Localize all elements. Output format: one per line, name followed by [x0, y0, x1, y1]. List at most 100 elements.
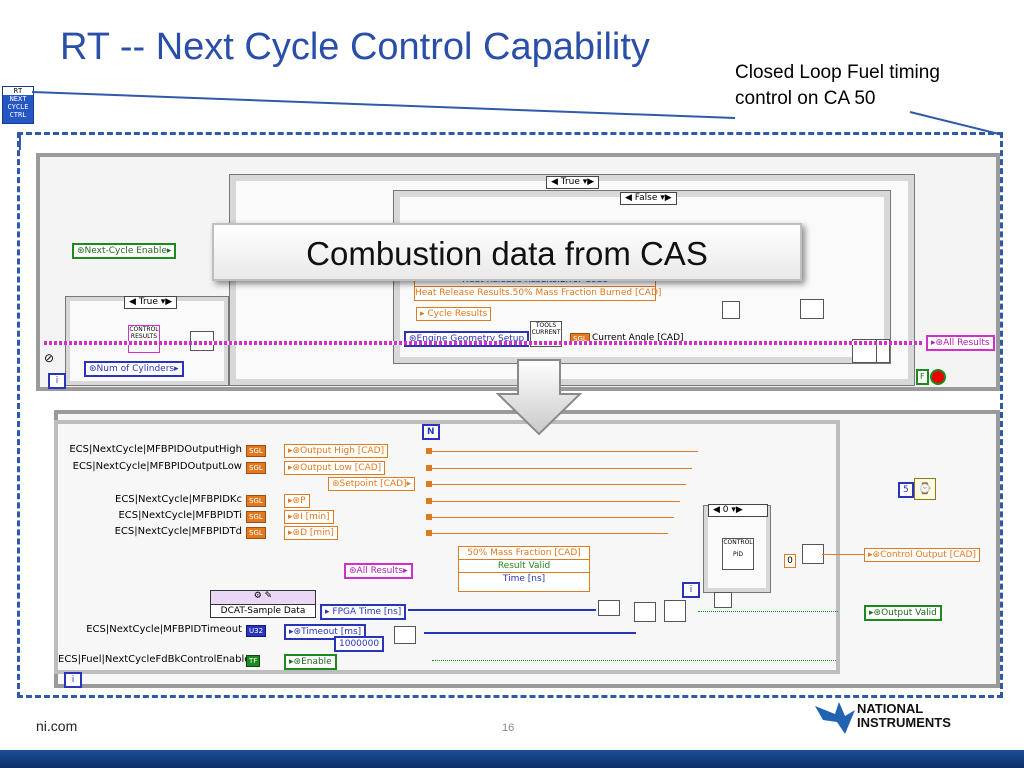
pid-label: PID — [732, 551, 743, 558]
arrow-down-icon — [495, 359, 583, 436]
callout-line-2: control on CA 50 — [735, 88, 876, 109]
setpoint-node[interactable]: ⊛Setpoint [CAD]▸ — [328, 477, 416, 491]
output-valid-indicator[interactable]: ▸⊛Output Valid — [864, 605, 942, 621]
loop-tunnel — [426, 448, 432, 454]
orange-wire — [432, 501, 680, 502]
loop-tunnel — [426, 465, 432, 471]
output-high-node[interactable]: ▸⊛Output High [CAD] — [284, 444, 389, 458]
p-node[interactable]: ▸⊛P — [284, 494, 310, 508]
config-label: ECS|NextCycle|MFBPIDOutputHigh — [69, 444, 242, 455]
all-results-label: All Results — [356, 566, 404, 576]
index-array-node[interactable] — [722, 301, 740, 319]
timeout-constant[interactable]: 1000000 — [334, 636, 385, 652]
less-than-node[interactable] — [634, 602, 656, 622]
rt-icon-line: NEXT — [9, 95, 27, 103]
case-selector[interactable]: ◀ True ▾▶ — [124, 296, 178, 309]
and-node[interactable] — [664, 600, 686, 622]
rt-icon-line: RT — [3, 87, 33, 95]
orange-wire — [432, 451, 698, 452]
result-valid-label: Result Valid — [459, 560, 589, 573]
callout-lines — [18, 91, 1004, 150]
dcat-sample-data-node[interactable]: ⚙ ✎ DCAT-Sample Data — [210, 590, 316, 618]
case-selector[interactable]: ◀ True ▾▶ — [546, 176, 600, 189]
output-low-node[interactable]: ▸⊛Output Low [CAD] — [284, 461, 386, 475]
orange-wire — [432, 468, 692, 469]
loop-iteration-icon: i — [64, 672, 82, 688]
wait-constant[interactable]: 5 — [898, 482, 914, 498]
i-node[interactable]: ▸⊛I [min] — [284, 510, 334, 524]
iteration-terminal: i — [682, 582, 700, 598]
bottom-block-diagram: N ECS|NextCycle|MFBPIDOutputHigh ECS|Nex… — [54, 410, 1000, 688]
config-label: ECS|NextCycle|MFBPIDOutputLow — [72, 461, 242, 472]
current-angle-label: Current Angle [CAD] — [592, 333, 684, 343]
output-high-label: Output High [CAD] — [300, 446, 385, 456]
time-ns-label: Time [ns] — [502, 574, 546, 584]
blue-wire — [408, 609, 596, 611]
p-label: P — [300, 496, 306, 506]
case-selector-label: False — [634, 193, 658, 203]
config-label: ECS|NextCycle|MFBPIDKc — [115, 494, 242, 505]
for-loop-structure[interactable] — [54, 420, 840, 674]
zoom-region-frame — [17, 132, 1003, 698]
loop-tunnel — [426, 514, 432, 520]
case-selector[interactable]: ◀ False ▾▶ — [620, 192, 677, 205]
zero-constant[interactable]: 0 — [784, 554, 796, 568]
sgl-tag: SGL — [246, 527, 266, 539]
fpga-time-label: FPGA Time [ns] — [332, 607, 402, 617]
case-selector-label: 0 — [722, 505, 729, 515]
case-selector[interactable]: ◀ 0 ▾▶ — [708, 504, 768, 517]
array-node[interactable] — [876, 339, 890, 363]
control-results-subvi[interactable]: CONTROL RESULTS — [128, 325, 160, 353]
combustion-data-banner: Combustion data from CAS — [212, 223, 802, 281]
results-label: RESULTS — [130, 333, 158, 340]
wait-ms-node[interactable]: ⌚ — [914, 478, 936, 500]
setpoint-label: Setpoint [CAD] — [339, 479, 407, 489]
mfb50-label: 50% Mass Fraction [CAD] — [459, 547, 589, 560]
current-label: CURRENT — [531, 329, 561, 336]
heat-release-mfb-label: Heat Release Results.50% Mass Fraction B… — [415, 288, 662, 298]
sgl-tag: SGL — [246, 511, 266, 523]
page-number: 16 — [502, 722, 515, 734]
enable-node[interactable]: ▸⊛Enable — [284, 654, 337, 670]
cycle-results-node[interactable]: ▸ Cycle Results — [416, 307, 492, 321]
loop-tunnel — [426, 481, 432, 487]
control-output-indicator[interactable]: ▸⊛Control Output [CAD] — [864, 548, 980, 562]
loop-tunnel — [426, 530, 432, 536]
control-label: CONTROL — [129, 326, 159, 333]
rt-next-cycle-ctrl-icon: RT NEXT CYCLE CTRL — [2, 86, 34, 124]
stop-f-constant[interactable]: F — [916, 369, 929, 385]
unbundle-cluster[interactable]: 50% Mass Fraction [CAD] Result Valid Tim… — [458, 546, 590, 592]
tools-label: TOOLS — [535, 322, 557, 329]
stop-button-icon[interactable] — [930, 369, 946, 385]
num-cylinders-terminal[interactable]: ⊛Num of Cylinders▸ — [84, 361, 184, 377]
loop-count-terminal[interactable]: N — [422, 424, 440, 440]
build-array-node[interactable] — [800, 299, 824, 319]
tf-tag: TF — [246, 655, 261, 667]
multiply-node[interactable] — [394, 626, 416, 644]
callout-line-1: Closed Loop Fuel timing — [735, 62, 940, 83]
all-results-indicator[interactable]: ▸⊛All Results — [926, 335, 995, 351]
blue-wire — [424, 632, 636, 634]
case-selector-label: True — [138, 297, 158, 307]
d-node[interactable]: ▸⊛D [min] — [284, 526, 338, 540]
cycle-results-label: Cycle Results — [427, 309, 488, 319]
select-node[interactable] — [802, 544, 824, 564]
slide-title: RT -- Next Cycle Control Capability — [60, 26, 650, 68]
config-label: ECS|NextCycle|MFBPIDTi — [118, 510, 242, 521]
control-pid-subvi[interactable]: CONTROL PID — [722, 538, 754, 570]
ni-wordmark-line1: NATIONAL — [857, 701, 924, 716]
wait-timer-icon: ⌚ — [918, 482, 932, 495]
sgl-tag: SGL — [246, 462, 266, 474]
pid-case-structure[interactable]: ◀ 0 ▾▶ CONTROL PID — [703, 504, 771, 593]
orange-wire — [432, 517, 674, 518]
add-node[interactable] — [598, 600, 620, 616]
pink-shift-register-wire — [44, 341, 924, 345]
rt-icon-line: CYCLE — [7, 103, 29, 111]
sgl-tag: SGL — [246, 495, 266, 507]
dcat-label: DCAT-Sample Data — [211, 604, 315, 617]
fpga-time-node[interactable]: ▸ FPGA Time [ns] — [320, 604, 407, 620]
next-cycle-enable-terminal[interactable]: ⊛Next-Cycle Enable▸ — [72, 243, 177, 259]
orange-wire — [822, 554, 864, 555]
all-results-terminal[interactable]: ⊛All Results▸ — [344, 563, 413, 579]
not-node[interactable] — [714, 592, 732, 608]
